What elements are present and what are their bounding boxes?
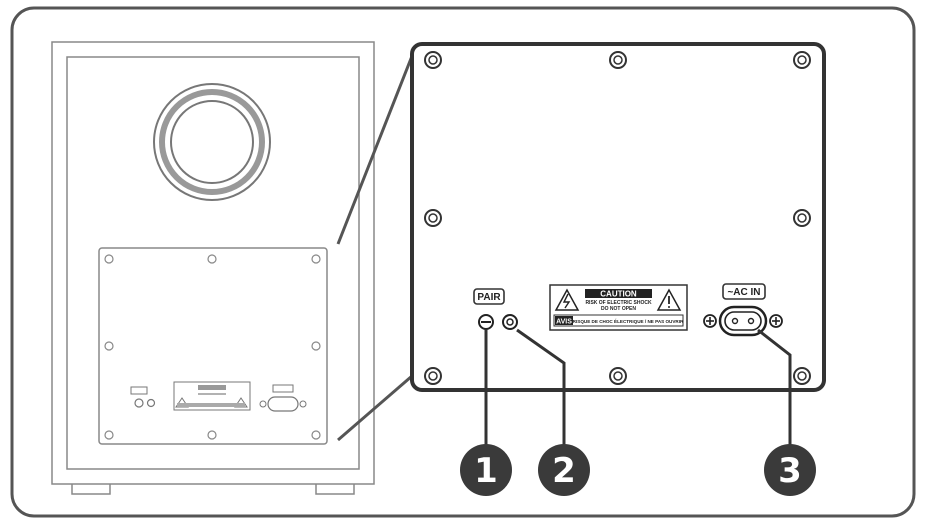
screw-icon (793, 51, 811, 69)
avis-label: AVIS (556, 319, 572, 326)
caution-header-bar (585, 289, 652, 298)
ac-in-label-box (722, 283, 766, 300)
mini-pair-button (134, 398, 144, 408)
callout-leaders (484, 328, 792, 446)
avis-text: RISQUE DE CHOC ÉLECTRIQUE / NE PAS OUVRI… (573, 317, 684, 324)
pair-indicator-led (502, 314, 518, 330)
pair-section: PAIR (473, 288, 518, 330)
leader-line-3 (757, 328, 792, 446)
callout-2: 2 (538, 444, 590, 496)
screw-icon (424, 51, 442, 69)
screw-icon (793, 209, 811, 227)
callout-3: 3 (764, 444, 816, 496)
callout-2-number: 2 (552, 451, 576, 491)
caution-line-1: RISK OF ELECTRIC SHOCK (585, 300, 652, 306)
callout-1-number: 1 (474, 451, 498, 491)
pair-label-box (473, 288, 505, 305)
zoom-line-top (336, 55, 414, 245)
ac-power-socket[interactable] (703, 305, 783, 337)
callout-3-circle (764, 444, 816, 496)
screw-icon (424, 367, 442, 385)
mini-pair-label (130, 386, 148, 395)
ac-in-section: ~AC IN (703, 283, 783, 337)
panel-screws (424, 51, 811, 385)
caution-label: CAUTION RISK OF ELECTRIC SHOCK DO NOT OP… (549, 284, 688, 331)
avis-badge (555, 316, 573, 325)
callout-1: 1 (460, 444, 512, 496)
mini-caution-label (173, 381, 251, 411)
screw-icon (609, 51, 627, 69)
mini-plate-screws (104, 254, 321, 440)
mini-ac-socket (259, 384, 307, 412)
screw-icon (424, 209, 442, 227)
mini-pair-led (146, 398, 156, 408)
mini-rear-plate (98, 247, 328, 445)
callout-2-circle (538, 444, 590, 496)
pair-button[interactable] (478, 314, 494, 330)
callout-3-number: 3 (778, 451, 802, 491)
caution-line-2: DO NOT OPEN (601, 306, 636, 312)
leader-line-2 (516, 328, 566, 446)
screw-icon (793, 367, 811, 385)
rear-panel-plate (410, 42, 826, 392)
electric-shock-icon (554, 288, 580, 311)
avis-strip (553, 314, 684, 327)
caution-title: CAUTION (600, 290, 637, 299)
pair-label: PAIR (477, 292, 501, 303)
exclamation-warning-icon (656, 288, 682, 311)
subwoofer-overview (51, 41, 375, 495)
callout-1-circle (460, 444, 512, 496)
zoom-line-bottom (337, 374, 413, 442)
enlarged-rear-panel: PAIR CAUTION RISK OF ELECTRIC SHOCK DO N… (410, 42, 826, 392)
bass-port (153, 83, 271, 201)
ac-in-label: ~AC IN (727, 287, 760, 298)
screw-icon (609, 367, 627, 385)
